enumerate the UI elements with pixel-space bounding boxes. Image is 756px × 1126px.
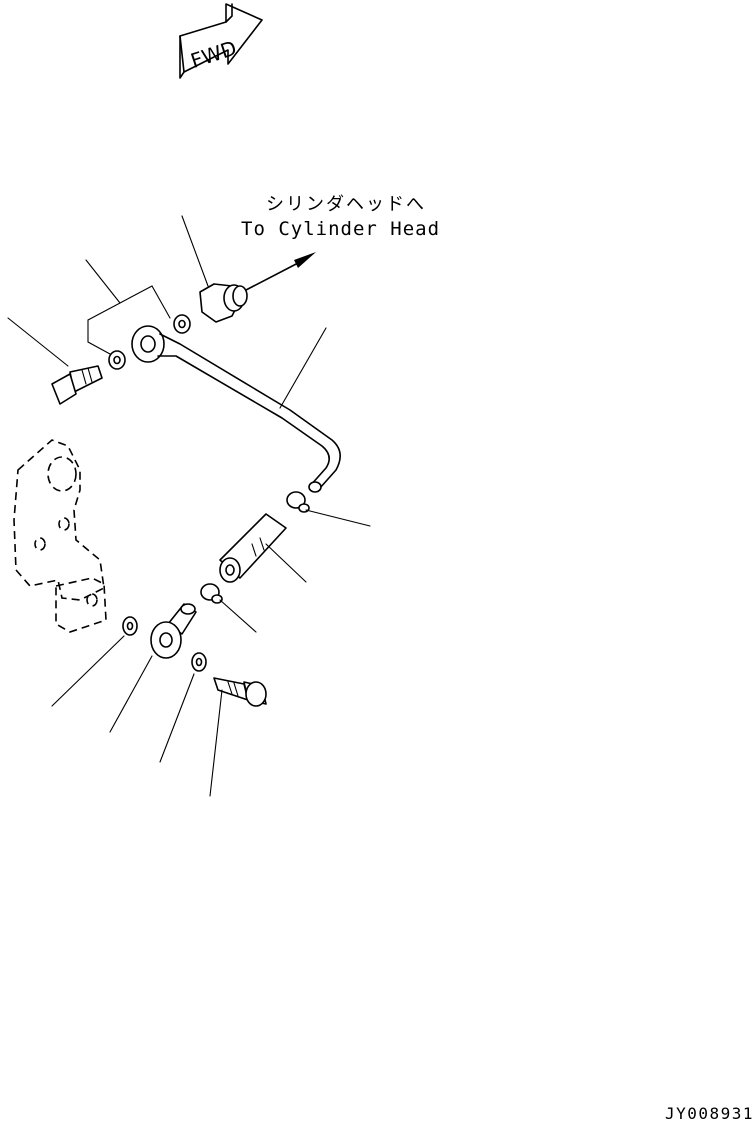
- fwd-arrow-icon: FWD: [179, 3, 263, 79]
- destination-label-english: To Cylinder Head: [241, 218, 441, 240]
- drawing-id: JY008931: [664, 1104, 754, 1123]
- lower-parts: [51, 603, 267, 797]
- adapter-nut: [181, 215, 248, 323]
- tube-assembly: [131, 325, 341, 493]
- mounting-bracket: [13, 439, 107, 633]
- direction-arrow: [245, 252, 316, 291]
- destination-label-japanese: シリンダヘッドへ: [266, 194, 426, 215]
- hose-assembly: [200, 491, 371, 633]
- upper-bolt: [7, 317, 103, 405]
- upper-washers: [85, 259, 191, 370]
